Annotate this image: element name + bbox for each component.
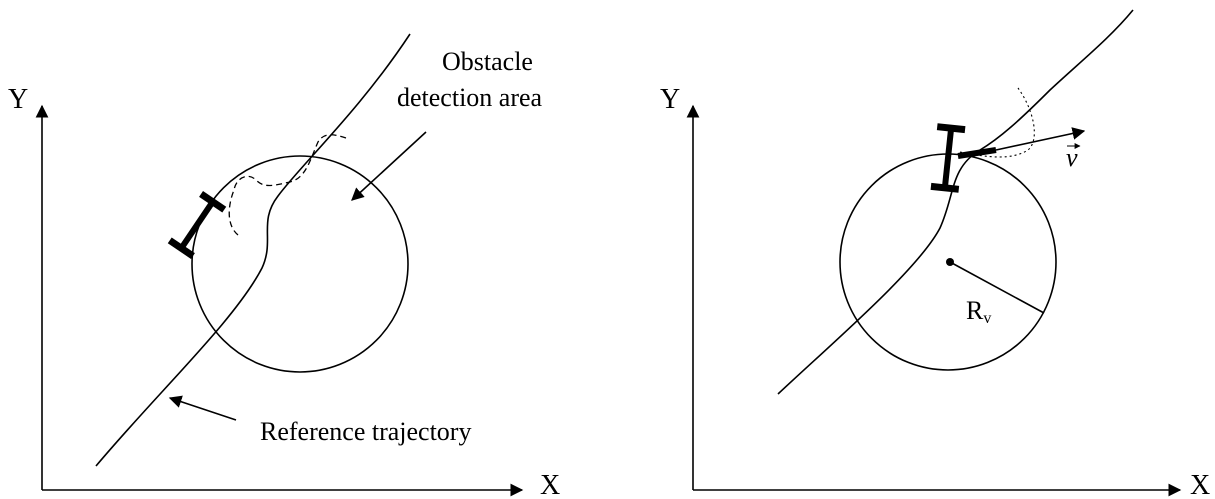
right-robot-icon xyxy=(930,123,966,193)
velocity-vector-arrow xyxy=(995,127,1086,151)
radius-label: Rv xyxy=(966,296,991,327)
reference-label: Reference trajectory xyxy=(260,417,471,446)
radius-line xyxy=(949,261,1045,314)
obstacle-label-arrow xyxy=(351,131,427,201)
right-reference-trajectory xyxy=(777,9,1134,395)
left-robot-icon xyxy=(167,191,227,259)
right-y-axis-label: Y xyxy=(660,84,680,115)
left-x-axis-label: X xyxy=(540,470,560,499)
right-robot-front-bar xyxy=(957,147,997,159)
right-dotted-detour xyxy=(959,87,1035,158)
right-panel: Y X v Rv xyxy=(660,9,1210,499)
left-dashed-detour xyxy=(228,134,347,236)
obstacle-label-line2: detection area xyxy=(397,83,543,112)
left-reference-trajectory xyxy=(95,33,411,467)
right-x-axis-label: X xyxy=(1190,470,1210,499)
obstacle-label-line1: Obstacle xyxy=(442,47,533,76)
left-detection-circle xyxy=(191,155,409,373)
left-panel: Y X Obstacle detection area Reference tr… xyxy=(8,33,560,499)
left-y-axis-label: Y xyxy=(8,84,28,115)
reference-label-arrow xyxy=(168,395,237,421)
velocity-label: v xyxy=(1066,143,1078,172)
